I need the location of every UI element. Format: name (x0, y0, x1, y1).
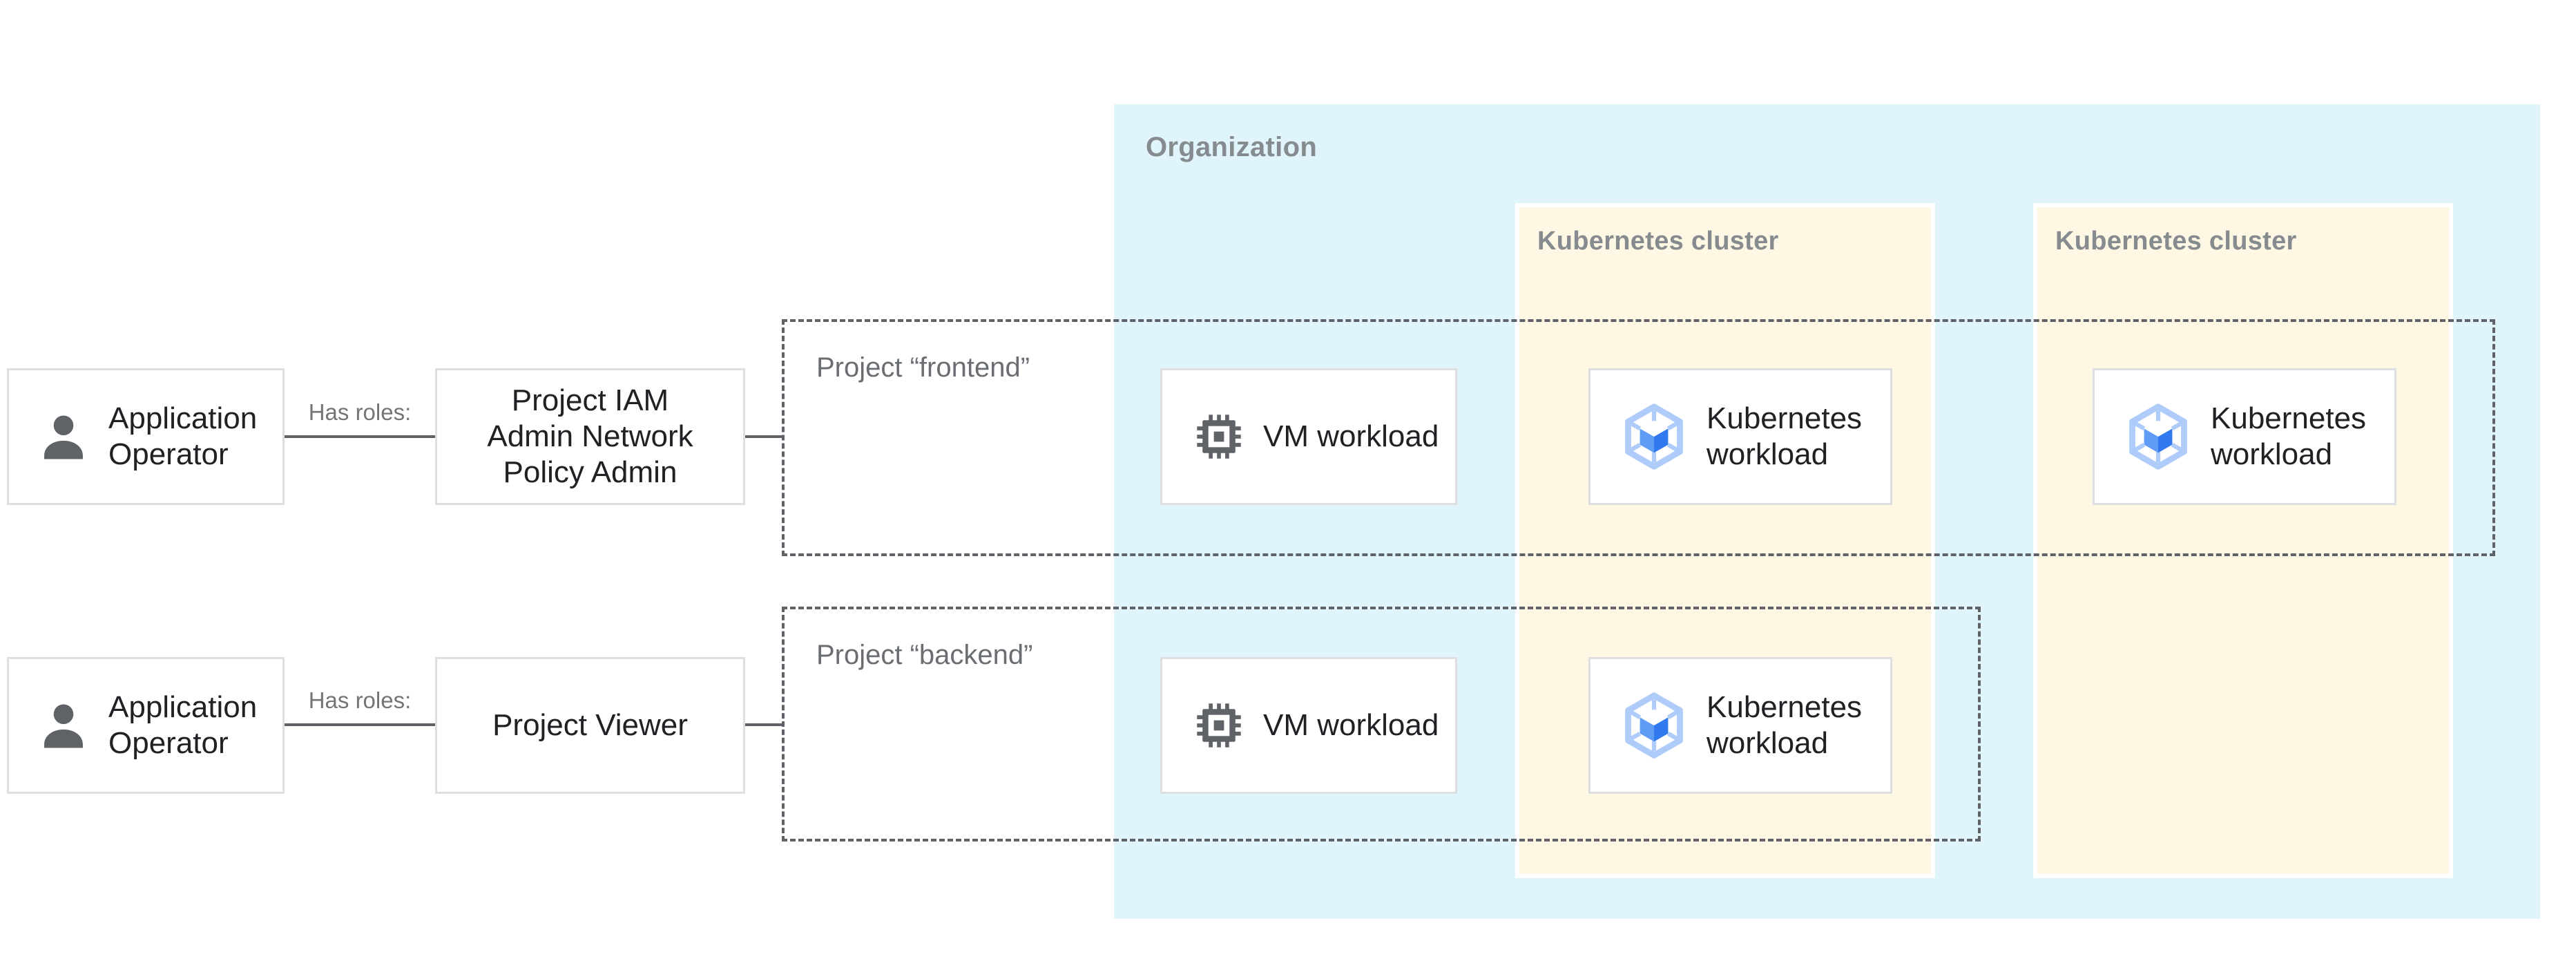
kubernetes-workload-frontend-cluster2: Kubernetes workload (2093, 368, 2396, 505)
role-box-project-viewer: Project Viewer (435, 657, 745, 794)
kubernetes-workload-backend-cluster1: Kubernetes workload (1588, 657, 1892, 794)
has-roles-label-2: Has roles: (308, 687, 412, 713)
organization-label: Organization (1146, 132, 1318, 162)
workload-label: Kubernetes workload (2211, 401, 2367, 471)
vm-workload-backend: VM workload (1160, 657, 1457, 794)
project-backend-boundary: Project “backend” (782, 607, 1981, 841)
kubernetes-engine-icon (1625, 692, 1683, 759)
has-roles-label-1: Has roles: (308, 399, 412, 425)
connector-actor2-role2 (285, 723, 435, 726)
project-frontend-label: Project “frontend” (816, 352, 1030, 383)
connector-actor1-role1 (285, 435, 435, 438)
actor-application-operator-1: Application Operator (7, 368, 285, 505)
vm-workload-frontend: VM workload (1160, 368, 1457, 505)
actor-label: Application Operator (108, 401, 258, 471)
connector-role1-frontend (745, 435, 785, 438)
connector-role2-backend (744, 723, 785, 726)
person-icon (44, 415, 83, 459)
kubernetes-workload-frontend-cluster1: Kubernetes workload (1588, 368, 1892, 505)
kubernetes-engine-icon (2129, 403, 2187, 470)
actor-application-operator-2: Application Operator (7, 657, 285, 794)
workload-label: VM workload (1263, 708, 1439, 742)
role-label: Project Viewer (492, 708, 688, 742)
vm-chip-icon (1197, 415, 1241, 459)
actor-label: Application Operator (108, 690, 258, 760)
vm-chip-icon (1197, 703, 1241, 748)
workload-label: VM workload (1263, 419, 1439, 453)
workload-label: Kubernetes workload (1707, 690, 1863, 760)
kubernetes-cluster-label: Kubernetes cluster (1537, 227, 1779, 256)
project-backend-label: Project “backend” (816, 640, 1033, 670)
project-frontend-boundary: Project “frontend” (782, 319, 2495, 556)
workload-label: Kubernetes workload (1707, 401, 1863, 471)
kubernetes-engine-icon (1625, 403, 1683, 470)
person-icon (44, 704, 83, 748)
kubernetes-cluster-label: Kubernetes cluster (2055, 227, 2297, 256)
kubernetes-cluster-zone-2: Kubernetes cluster (2033, 203, 2453, 878)
